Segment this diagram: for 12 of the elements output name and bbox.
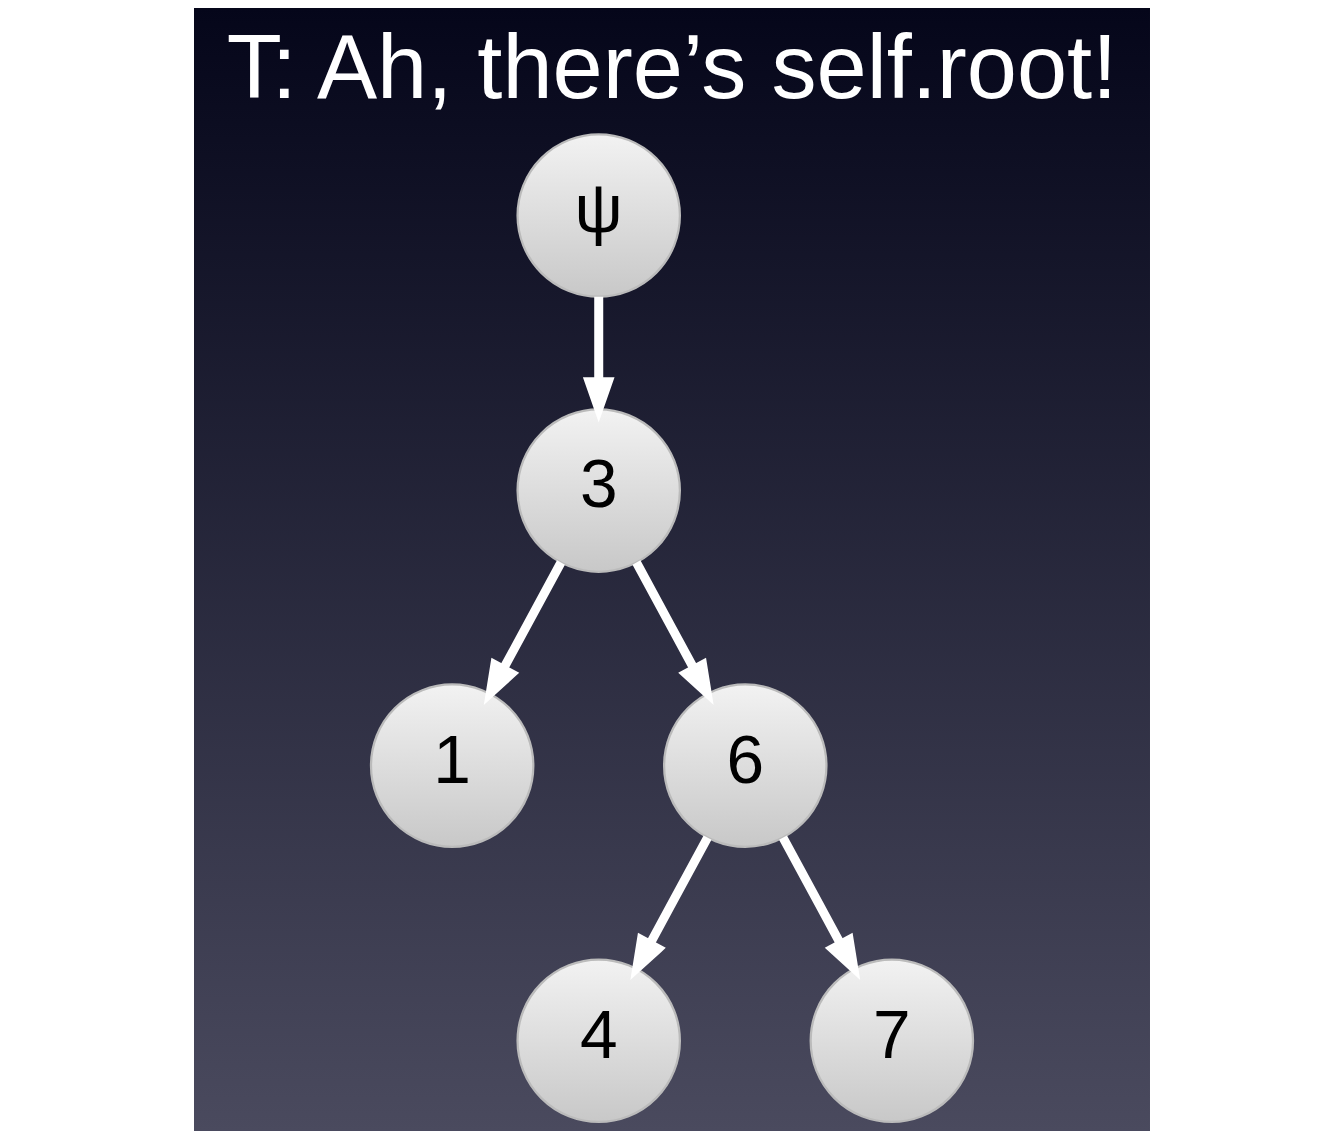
node-circle: 4: [516, 958, 681, 1124]
arrow: [582, 296, 615, 423]
arrow: [779, 835, 861, 981]
arrow: [483, 560, 565, 705]
node-circle: 1: [369, 683, 535, 848]
arrow: [632, 560, 714, 705]
node-circle: 6: [663, 683, 828, 848]
node-circle: 7: [809, 958, 975, 1124]
arrow: [630, 835, 712, 981]
node-circle: ψ: [516, 133, 681, 298]
diagram-title: T: Ah, there’s self.root!: [226, 16, 1118, 118]
node-circle: 3: [516, 408, 681, 573]
